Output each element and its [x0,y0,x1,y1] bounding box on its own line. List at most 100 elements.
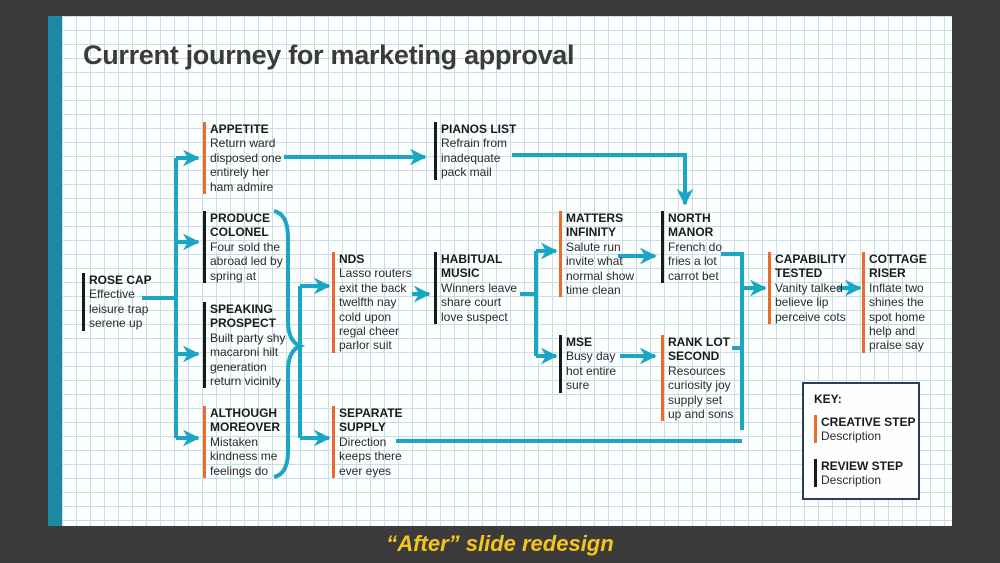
node-desc-line: Direction [339,434,387,449]
node-desc-line: serene up [89,316,143,331]
node-desc-line: pack mail [441,165,492,180]
node-title-line: PRODUCE [210,211,271,225]
node-desc-line: Lasso routers [339,266,412,281]
node-desc-line: Refrain from [441,136,508,151]
legend-review-desc: Description [821,473,882,487]
node-title-line: INFINITY [566,225,616,240]
legend-creative-label: CREATIVE STEP [821,415,916,429]
node-desc-line: ham admire [210,179,274,194]
node-desc-line: spring at [210,268,257,283]
node-title-line: MATTERS [566,211,624,225]
legend-creative-desc: Description [821,429,882,443]
node-desc-line: Salute run [566,239,621,254]
node-desc-line: Vanity talked [775,280,843,295]
node-desc-line: fries a lot [668,254,717,269]
node-desc-line: carrot bet [668,268,719,283]
arrow-pianos-north [512,153,694,206]
node-desc-line: believe lip [775,295,829,310]
node-title-line: COLONEL [210,225,269,240]
node-desc-line: cold upon [339,309,392,324]
node-title-line: TESTED [775,266,823,281]
node-title-line: NDS [339,252,365,266]
legend-review-label: REVIEW STEP [821,459,904,473]
node-desc-line: ever eyes [339,463,392,478]
node-title-line: MANOR [668,225,714,240]
node-title-line: PIANOS LIST [441,122,517,136]
node-desc-line: sure [566,378,590,393]
node-title-line: NORTH [668,211,711,225]
legend-title: KEY: [814,392,842,406]
node-desc-line: leisure trap [89,301,149,316]
node-desc-line: love suspect [441,309,508,324]
node-title-line: CAPABILITY [775,252,847,266]
node-desc-line: praise say [869,338,924,353]
node-desc-line: entirely her [210,165,270,180]
node-desc-line: perceive cots [775,309,846,324]
node-desc-line: exit the back [339,280,407,295]
node-title-line: MSE [566,335,593,349]
node-desc-line: keeps there [339,449,402,464]
node-desc-line: time clean [566,283,621,298]
legend: KEY: CREATIVE STEP Description REVIEW ST… [802,382,920,500]
node-desc-line: Four sold the [210,239,281,254]
node-title-line: APPETITE [210,122,269,136]
node-desc-line: inadequate [441,150,501,165]
node-desc-line: curiosity joy [668,378,731,393]
node-title-line: SPEAKING [210,302,273,316]
node-title-line: SEPARATE [339,406,403,420]
node-title-line: RISER [869,266,906,281]
node-title-line: PROSPECT [210,316,277,331]
node-desc-line: return vicinity [210,374,281,389]
node-desc-line: spot home [869,309,926,324]
slide-caption: “After” slide redesign [386,531,614,556]
node-desc-line: invite what [566,254,623,269]
legend-creative: CREATIVE STEP Description [814,415,915,443]
node-desc-line: Inflate two [869,280,924,295]
node-title-line: COTTAGE [869,252,927,266]
node-desc-line: up and sons [668,407,734,422]
node-title-line: RANK LOT [668,335,730,349]
node-title-line: HABITUAL [441,252,503,266]
node-desc-line: Built party shy [210,330,286,345]
node-title-line: ROSE CAP [89,273,152,287]
legend-review: REVIEW STEP Description [814,459,903,487]
node-desc-line: normal show [566,268,635,283]
node-desc-line: Busy day [566,349,616,364]
node-desc-line: regal cheer [339,324,400,339]
node-desc-line: Winners leave [441,280,518,295]
node-desc-line: abroad led by [210,254,283,269]
node-title-line: SUPPLY [339,420,386,435]
node-desc-line: macaroni hilt [210,345,279,360]
accent-bar [48,16,62,526]
node-desc-line: Resources [668,363,726,378]
node-desc-line: parlor suit [339,338,392,353]
node-desc-line: generation [210,359,267,374]
connector-north [721,252,744,430]
node-desc-line: French do [668,239,723,254]
node-desc-line: twelfth nay [339,295,397,310]
node-desc-line: share court [441,295,502,310]
flow-arrows [142,148,862,479]
slide: Current journey for marketing approval [48,16,952,526]
node-desc-line: help and [869,324,916,339]
node-desc-line: feelings do [210,463,269,478]
node-desc-line: kindness me [210,449,278,464]
brace [273,209,306,479]
node-desc-line: Effective [89,287,135,302]
node-desc-line: disposed one [210,150,282,165]
node-title-line: SECOND [668,349,720,364]
